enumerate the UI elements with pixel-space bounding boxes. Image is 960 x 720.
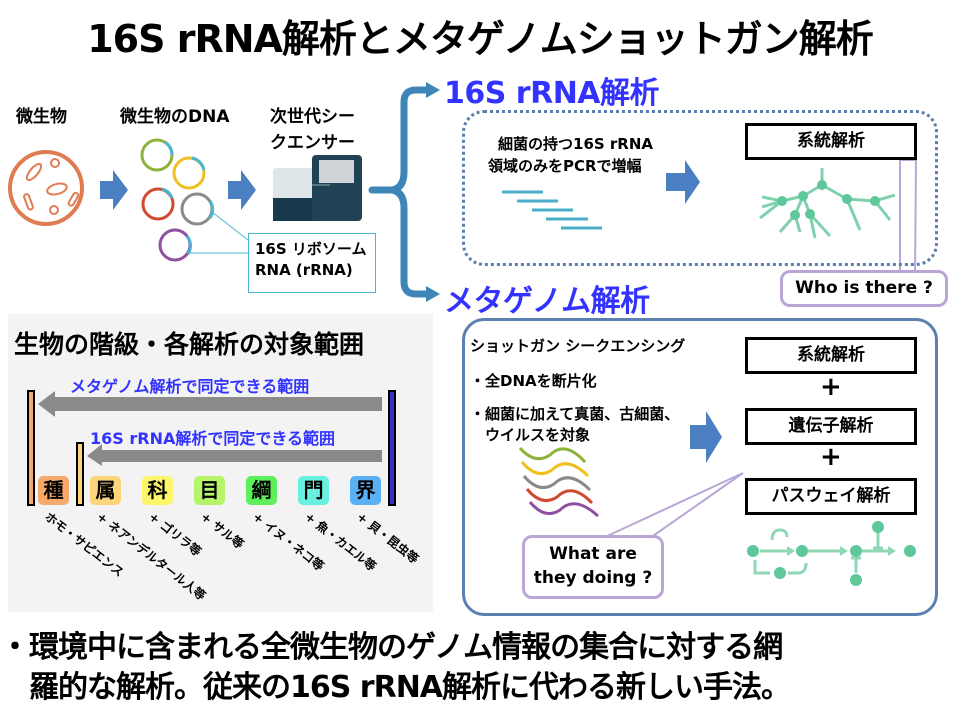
branch-brace <box>368 86 432 298</box>
s16-range-label: 16S rRNA解析で同定できる範囲 <box>90 429 336 448</box>
rank-chip: 門 <box>298 476 329 505</box>
rank-chip: 綱 <box>246 476 277 505</box>
panel-metagenome <box>462 318 938 616</box>
result-box-phylogeny-16s: 系統解析 <box>745 123 917 160</box>
rrna-callout-line1: 16S リボソーム <box>255 240 367 258</box>
desc-16s-line2: 領域のみをPCRで増幅 <box>488 157 642 175</box>
rank-chip: 属 <box>90 476 121 505</box>
panel-16s <box>462 110 938 266</box>
amplicon-lines-icon <box>502 190 602 230</box>
sequencer-label-1: 次世代シー <box>270 107 355 127</box>
rrna-callout-line2: RNA (rRNA) <box>255 261 353 279</box>
heading-16s: 16S rRNA解析 <box>444 76 660 111</box>
bubble-line1: What are <box>549 544 637 564</box>
bullet-1-text: 全DNAを断片化 <box>485 372 597 390</box>
rrna-callout: 16S リボソーム RNA (rRNA) <box>248 233 376 293</box>
rank-chip: 目 <box>194 476 225 505</box>
meta-range-label: メタゲノム解析で同定できる範囲 <box>70 377 310 396</box>
result-box-pathway: パスウェイ解析 <box>745 478 917 515</box>
dna-fragments-icon <box>518 446 600 518</box>
sequencer-label-2: クエンサー <box>270 133 355 153</box>
bullet-2-text: 細菌に加えて真菌、古細菌、 <box>485 405 680 423</box>
bullet-2: ・細菌に加えて真菌、古細菌、 <box>470 405 680 423</box>
microbe-icon <box>8 150 84 226</box>
rank-range-graphics <box>27 390 396 506</box>
bullet-1: ・全DNAを断片化 <box>470 372 597 390</box>
bubble-what-are-they-doing: What are they doing ? <box>522 535 664 599</box>
sequencer-icon <box>273 155 362 221</box>
desc-16s-line1: 細菌の持つ16S rRNA <box>498 135 654 153</box>
result-box-phylogeny: 系統解析 <box>745 337 917 374</box>
dna-rings-icon <box>140 138 215 262</box>
flow-arrow-16s <box>666 160 700 204</box>
flow-arrow-meta <box>690 411 722 463</box>
dna-label: 微生物のDNA <box>120 107 230 127</box>
flow-arrow-2 <box>228 170 256 210</box>
plus-sign-1: + <box>820 372 842 402</box>
rank-chip: 科 <box>142 476 173 505</box>
bubble-who-is-there: Who is there ? <box>780 270 948 307</box>
microbe-label: 微生物 <box>16 107 67 127</box>
summary-line1: ・環境中に含まれる全微生物のゲノム情報の集合に対する網 <box>0 630 783 665</box>
plus-sign-2: + <box>820 442 842 472</box>
method-label: ショットガン シークエンシング <box>470 337 686 355</box>
summary-text: ・環境中に含まれる全微生物のゲノム情報の集合に対する網 羅的な解析。従来の16S… <box>0 628 960 708</box>
bullet-2-cont: ウイルスを対象 <box>485 426 591 444</box>
flow-arrow-1 <box>100 170 128 210</box>
s16-range-arrow <box>87 444 382 466</box>
slide-title: 16S rRNA解析とメタゲノムショットガン解析 <box>87 17 874 61</box>
bubble-line2: they doing ? <box>533 568 653 588</box>
rank-chip: 種 <box>38 476 69 505</box>
summary-line2: 羅的な解析。従来の16S rRNA解析に代わる新しい手法。 <box>0 670 791 705</box>
rank-panel-title: 生物の階級・各解析の対象範囲 <box>14 330 365 359</box>
heading-metagenome: メタゲノム解析 <box>444 284 650 319</box>
rank-chip: 界 <box>350 476 381 505</box>
result-box-gene: 遺伝子解析 <box>745 408 917 445</box>
meta-range-arrow <box>38 391 382 417</box>
pathway-icon <box>747 521 916 586</box>
phylogenetic-tree-icon <box>759 168 896 239</box>
